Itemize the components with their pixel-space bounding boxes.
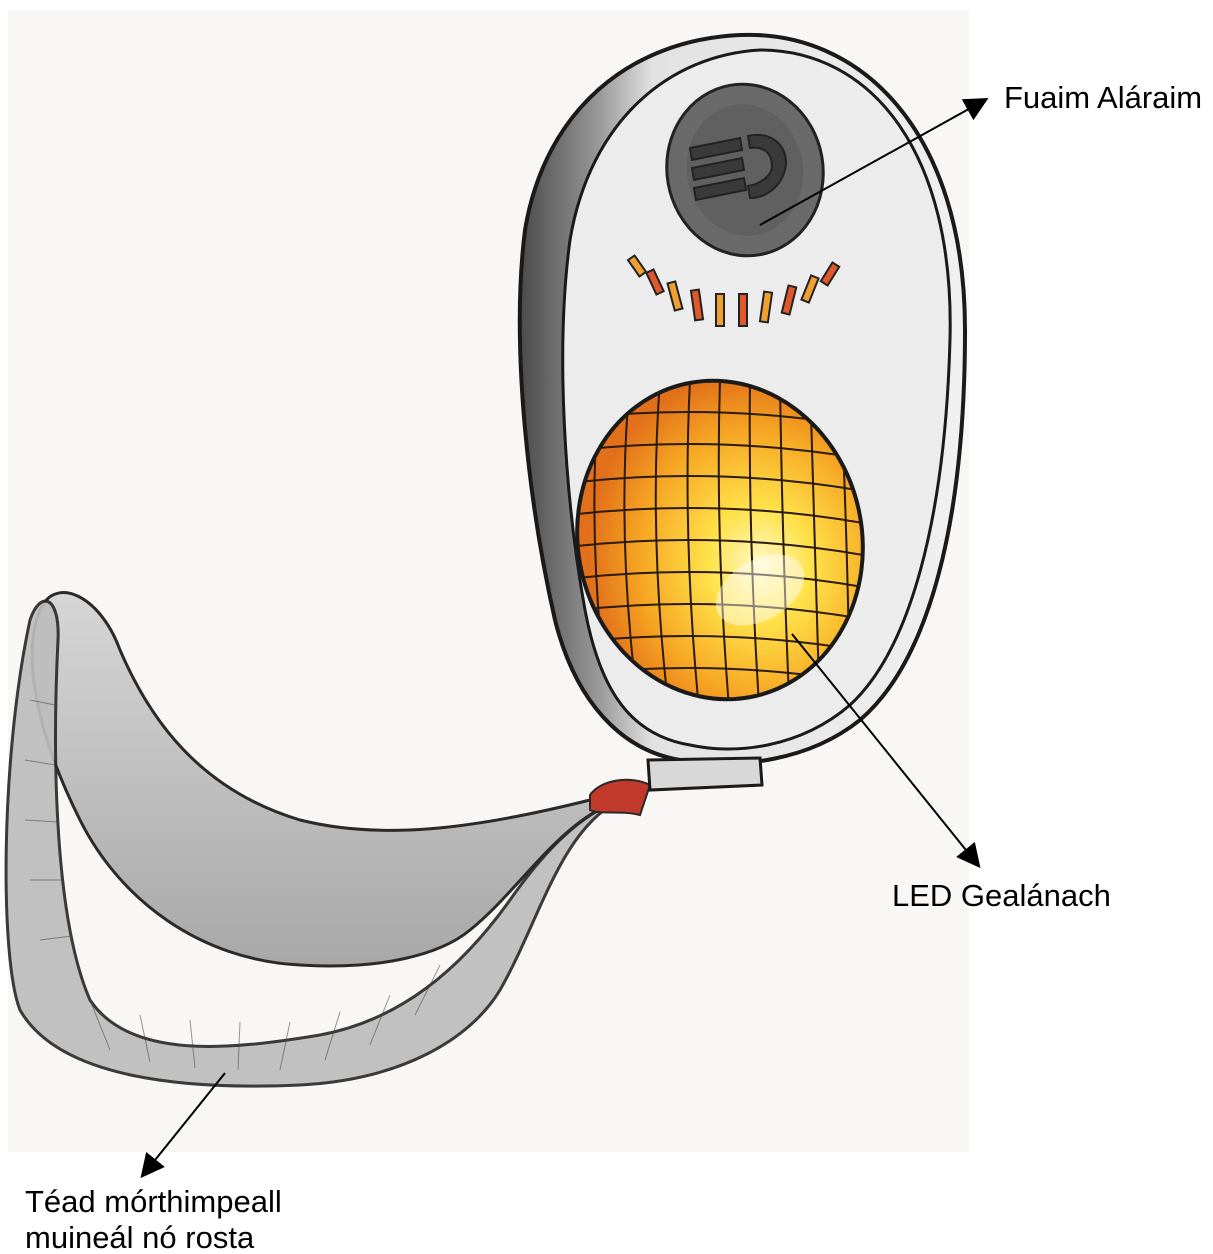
cord-label-line-2: muineál nó rosta xyxy=(25,1220,282,1254)
lanyard xyxy=(6,593,650,1087)
bright-led-label: LED Gealánach xyxy=(892,878,1111,914)
cord-label: Téad mórthimpeall muineál nó rosta xyxy=(25,1184,282,1254)
cord-label-line-1: Téad mórthimpeall xyxy=(25,1184,282,1220)
cord-callout-arrow xyxy=(143,1073,225,1175)
alarm-sound-label: Fuaim Aláraim xyxy=(1004,80,1202,116)
